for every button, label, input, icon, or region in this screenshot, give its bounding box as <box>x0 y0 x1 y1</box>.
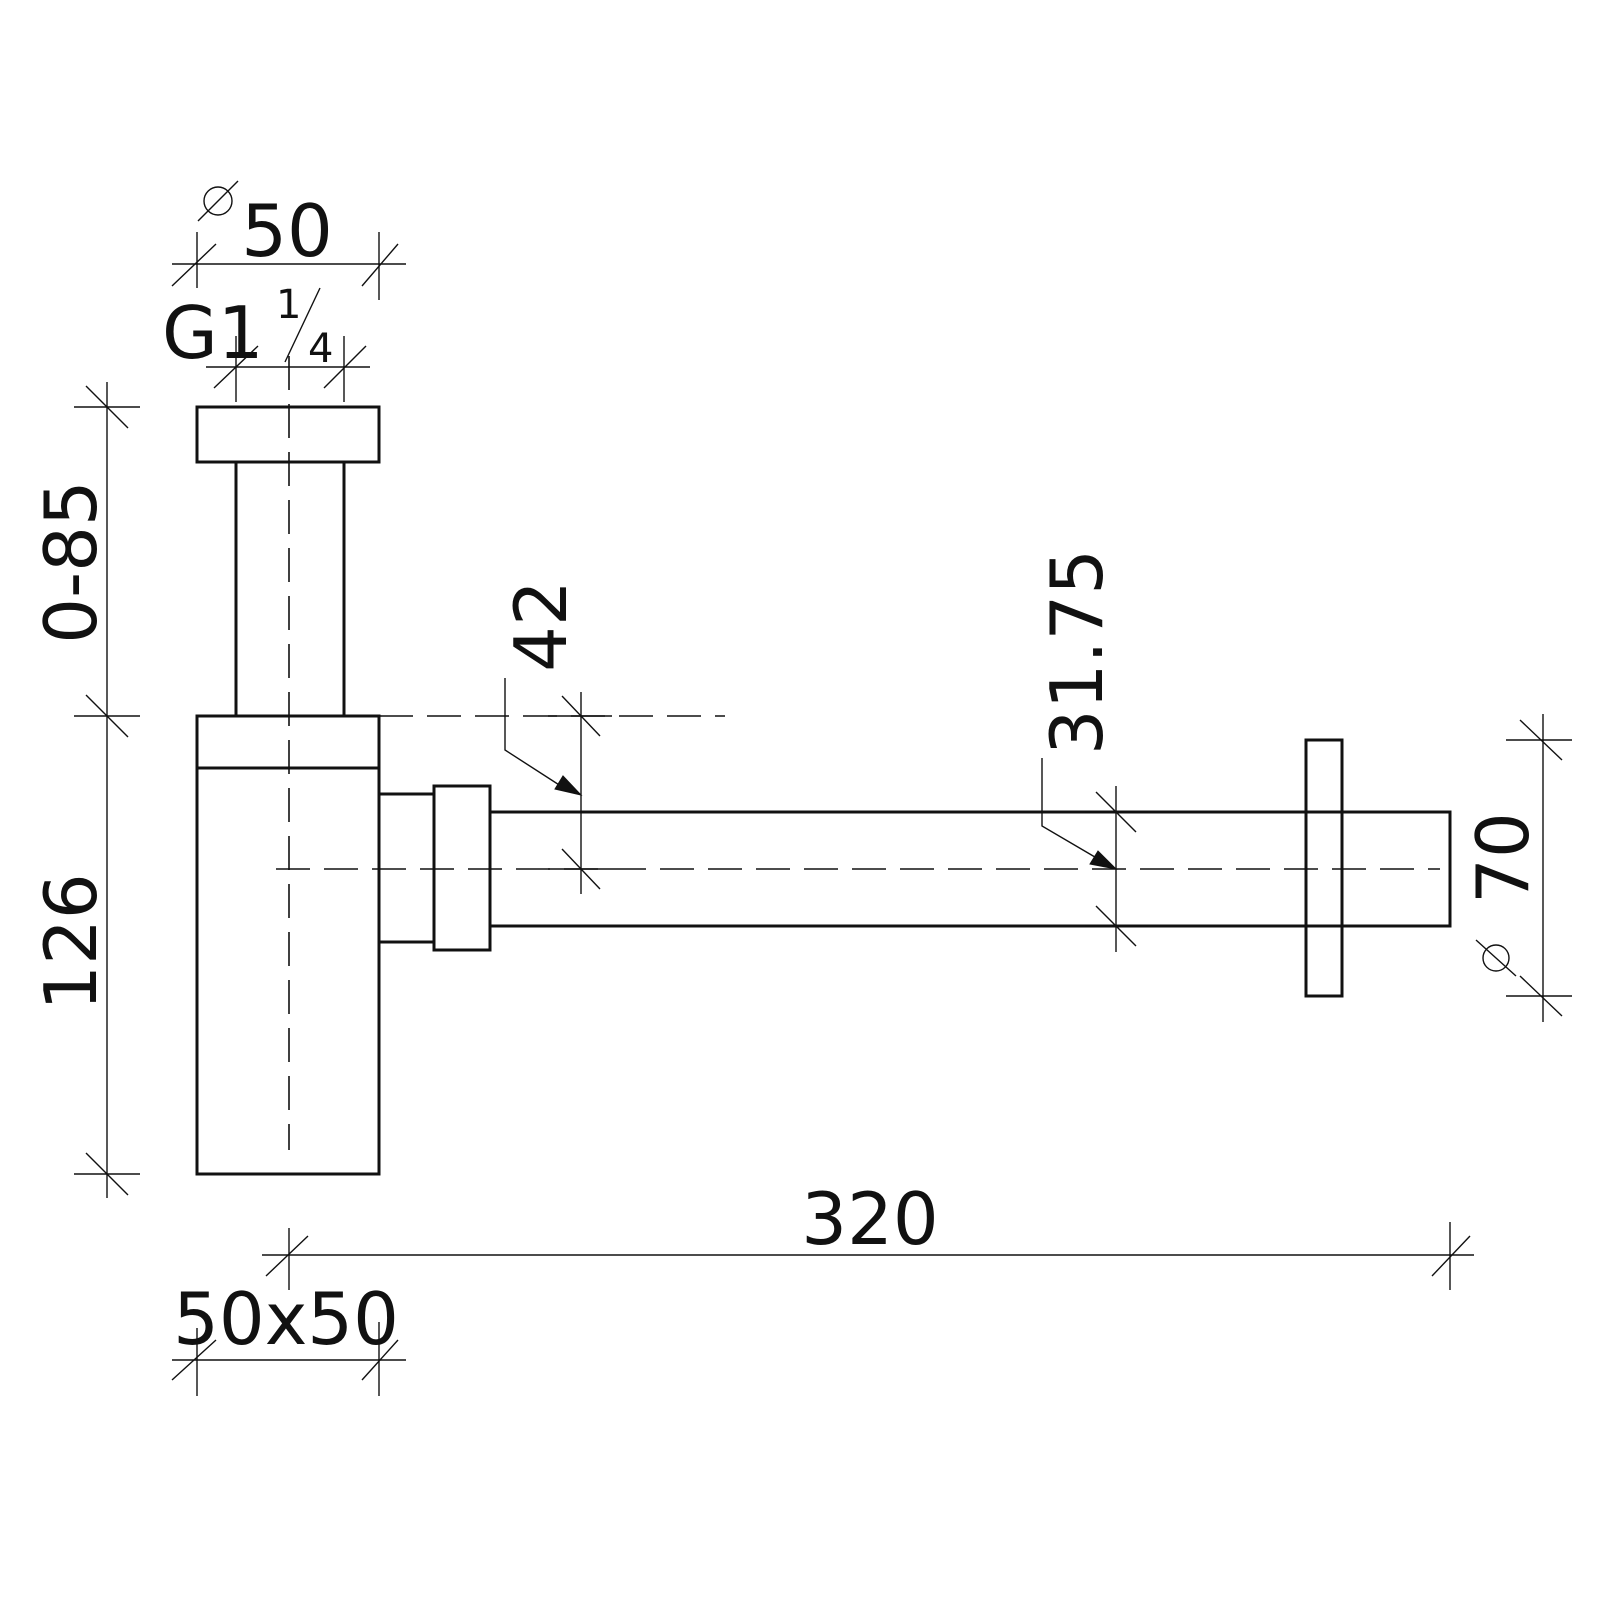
dimension-thread: G1 1 4 <box>162 282 370 402</box>
rosette-diameter-label: 70 <box>1461 812 1545 904</box>
body-section-label: 50x50 <box>173 1277 399 1361</box>
side-spigot <box>377 792 436 944</box>
wall-rosette <box>1304 738 1344 998</box>
top-cap <box>195 405 381 464</box>
arrow-head-icon <box>554 775 583 796</box>
height-range-label: 0-85 <box>29 480 113 643</box>
thread-fraction-numerator: 1 <box>276 282 301 328</box>
diameter-symbol-icon <box>197 180 239 222</box>
diameter-symbol-icon <box>1475 939 1517 977</box>
dimension-rosette-diameter: 70 <box>1461 714 1572 1022</box>
bottle-trap <box>195 405 1452 1176</box>
dimension-pipe-diameter: 31.75 <box>1035 549 1148 952</box>
thread-g-label: G1 <box>162 291 264 375</box>
dimension-length: 320 <box>262 1177 1474 1290</box>
length-label: 320 <box>801 1177 938 1261</box>
inlet-tube <box>234 460 346 718</box>
thread-fraction-bar <box>284 287 321 363</box>
dimension-diameter-50: 50 <box>171 180 406 300</box>
dimension-height-range: 0-85 126 <box>29 382 140 1198</box>
union-nut <box>432 784 492 952</box>
trap-body <box>195 714 381 1176</box>
pipe-diameter-label: 31.75 <box>1035 549 1119 755</box>
arrow-head-icon <box>1089 850 1118 870</box>
dimension-body-section: 50x50 <box>171 1277 406 1396</box>
inlet-offset-label: 42 <box>499 580 583 672</box>
center-lines <box>276 356 1440 1150</box>
diameter-top-label: 50 <box>241 189 333 273</box>
body-height-label: 126 <box>29 873 113 1010</box>
dimension-inlet-offset: 42 <box>499 580 612 894</box>
thread-fraction-denominator: 4 <box>308 326 333 372</box>
